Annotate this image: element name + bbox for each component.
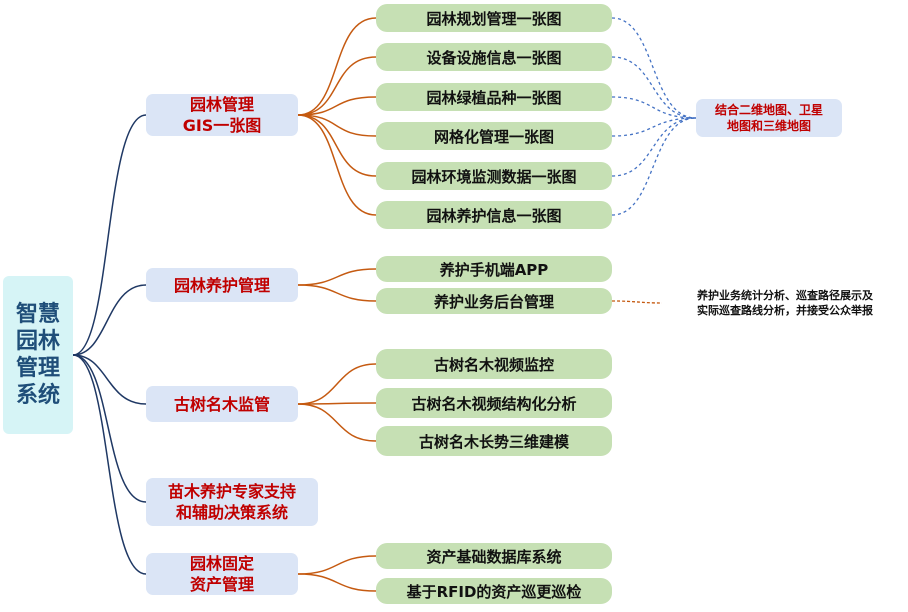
leaf-label: 古树名木视频结构化分析 xyxy=(411,394,577,413)
note-maintenance-line-2: 实际巡查路线分析，并接受公众举报 xyxy=(697,304,873,317)
branch-assets-line-2: 资产管理 xyxy=(189,575,254,594)
root-line-1: 智慧 xyxy=(15,302,60,327)
link-gis-leaf-5 xyxy=(297,114,377,177)
leaf-gis-environment[interactable]: 园林环境监测数据一张图 xyxy=(376,162,612,190)
note-gis-line-2: 地图和三维地图 xyxy=(726,119,811,133)
branch-expert-line-2: 和辅助决策系统 xyxy=(175,503,288,522)
root-node[interactable]: 智慧 园林 管理 系统 xyxy=(3,276,73,434)
link-note-gis-1 xyxy=(611,17,697,119)
link-root-maintenance xyxy=(72,284,147,356)
link-note-gis-2 xyxy=(611,56,697,119)
link-root-expert xyxy=(72,354,147,503)
leaf-gis-grid[interactable]: 网格化管理一张图 xyxy=(376,122,612,150)
link-maintenance-leaf-2 xyxy=(297,284,377,302)
link-note-maintenance xyxy=(611,300,663,304)
branch-fixed-assets[interactable]: 园林固定 资产管理 xyxy=(146,553,298,595)
leaf-gis-facilities[interactable]: 设备设施信息一张图 xyxy=(376,43,612,71)
link-gis-leaf-1 xyxy=(297,17,377,116)
leaf-assets-database[interactable]: 资产基础数据库系统 xyxy=(376,543,612,569)
root-line-4: 系统 xyxy=(15,383,60,408)
branch-gis[interactable]: 园林管理 GIS一张图 xyxy=(146,94,298,136)
link-gis-leaf-2 xyxy=(297,56,377,116)
link-note-gis-6 xyxy=(611,117,697,216)
leaf-label: 资产基础数据库系统 xyxy=(426,547,562,566)
link-note-gis-4 xyxy=(611,117,697,137)
branch-maintenance-line-1: 园林养护管理 xyxy=(173,275,270,295)
link-gis-leaf-6 xyxy=(297,114,377,216)
link-note-gis-5 xyxy=(611,117,697,177)
leaf-label: 设备设施信息一张图 xyxy=(426,48,562,67)
leaf-ancient-3d-model[interactable]: 古树名木长势三维建模 xyxy=(376,426,612,456)
leaf-label: 养护业务后台管理 xyxy=(433,292,554,311)
leaf-label: 古树名木长势三维建模 xyxy=(418,432,569,451)
leaf-gis-plant-species[interactable]: 园林绿植品种一张图 xyxy=(376,83,612,111)
branch-maintenance[interactable]: 园林养护管理 xyxy=(146,268,298,302)
leaf-label: 古树名木视频监控 xyxy=(433,355,554,374)
branch-ancient-trees-line-1: 古树名木监管 xyxy=(173,394,270,414)
link-root-ancient-trees xyxy=(72,354,147,405)
leaf-label: 园林环境监测数据一张图 xyxy=(411,167,577,186)
note-maintenance-analysis: 养护业务统计分析、巡查路径展示及 实际巡查路线分析，并接受公众举报 xyxy=(662,286,908,320)
leaf-label: 园林绿植品种一张图 xyxy=(426,88,562,107)
leaf-assets-rfid-patrol[interactable]: 基于RFID的资产巡更巡检 xyxy=(376,578,612,604)
root-line-3: 管理 xyxy=(15,356,60,381)
link-ancient-leaf-2 xyxy=(297,402,377,405)
leaf-label: 养护手机端APP xyxy=(439,260,549,279)
branch-expert-support[interactable]: 苗木养护专家支持 和辅助决策系统 xyxy=(146,478,318,526)
leaf-label: 基于RFID的资产巡更巡检 xyxy=(406,582,582,601)
branch-gis-line-1: 园林管理 xyxy=(189,95,254,114)
leaf-maintenance-app[interactable]: 养护手机端APP xyxy=(376,256,612,282)
leaf-label: 园林规划管理一张图 xyxy=(426,9,562,28)
link-ancient-leaf-1 xyxy=(297,363,377,405)
root-line-2: 园林 xyxy=(15,329,60,354)
branch-gis-line-2: GIS一张图 xyxy=(182,116,262,135)
note-gis-line-1: 结合二维地图、卫星 xyxy=(714,103,823,117)
note-maintenance-line-1: 养护业务统计分析、巡查路径展示及 xyxy=(697,289,873,302)
leaf-label: 网格化管理一张图 xyxy=(433,127,554,146)
leaf-ancient-video[interactable]: 古树名木视频监控 xyxy=(376,349,612,379)
branch-expert-line-1: 苗木养护专家支持 xyxy=(167,482,296,501)
link-maintenance-leaf-1 xyxy=(297,268,377,286)
link-root-gis xyxy=(72,114,147,356)
leaf-gis-planning[interactable]: 园林规划管理一张图 xyxy=(376,4,612,32)
branch-assets-line-1: 园林固定 xyxy=(189,554,254,573)
leaf-label: 园林养护信息一张图 xyxy=(426,206,562,225)
link-gis-leaf-3 xyxy=(297,96,377,116)
note-gis-maps: 结合二维地图、卫星 地图和三维地图 xyxy=(696,99,842,137)
branch-ancient-trees[interactable]: 古树名木监管 xyxy=(146,386,298,422)
link-root-assets xyxy=(72,354,147,575)
leaf-maintenance-backend[interactable]: 养护业务后台管理 xyxy=(376,288,612,314)
link-assets-leaf-1 xyxy=(297,555,377,575)
leaf-gis-maintenance-info[interactable]: 园林养护信息一张图 xyxy=(376,201,612,229)
link-note-gis-3 xyxy=(611,96,697,119)
link-gis-leaf-4 xyxy=(297,114,377,137)
leaf-ancient-structured-analysis[interactable]: 古树名木视频结构化分析 xyxy=(376,388,612,418)
link-assets-leaf-2 xyxy=(297,573,377,592)
link-ancient-leaf-3 xyxy=(297,403,377,442)
